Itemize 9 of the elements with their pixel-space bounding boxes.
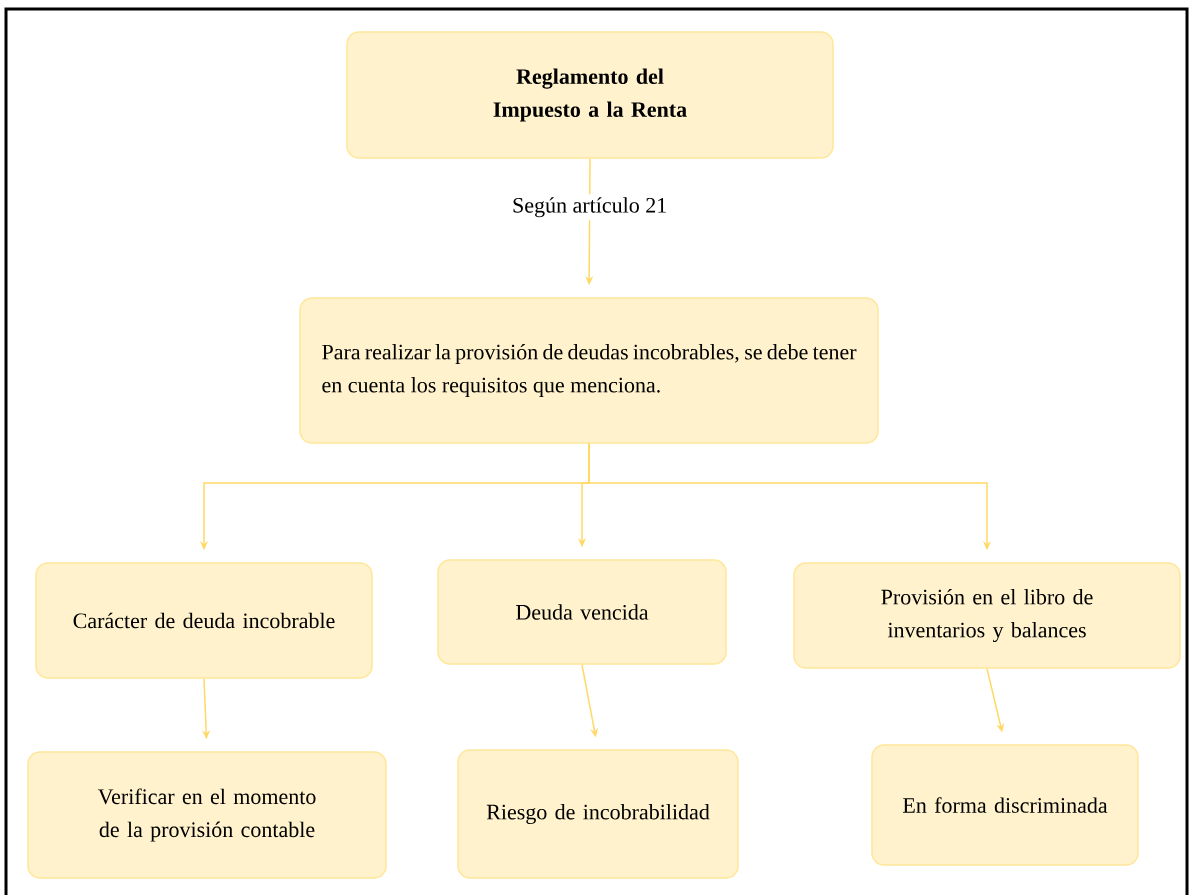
process-box: En forma discriminada bbox=[871, 744, 1139, 866]
process-box: Provisión en el libro de inventarios y balances bbox=[793, 562, 1181, 669]
process-box: Riesgo de incobrabilidad bbox=[457, 749, 739, 879]
process-box: Deuda vencida bbox=[437, 559, 727, 665]
edge-label: Según artículo 21 bbox=[509, 194, 671, 221]
process-box: Para realizar la provisión de deudas incobrables, se debe tener en cuenta los requisitos que menciona. bbox=[299, 297, 879, 444]
title-box: Reglamento del Impuesto a la Renta bbox=[346, 31, 834, 159]
process-box: Verificar en el momento de la provisión contable bbox=[27, 751, 387, 879]
process-box: Carácter de deuda incobrable bbox=[35, 562, 373, 679]
